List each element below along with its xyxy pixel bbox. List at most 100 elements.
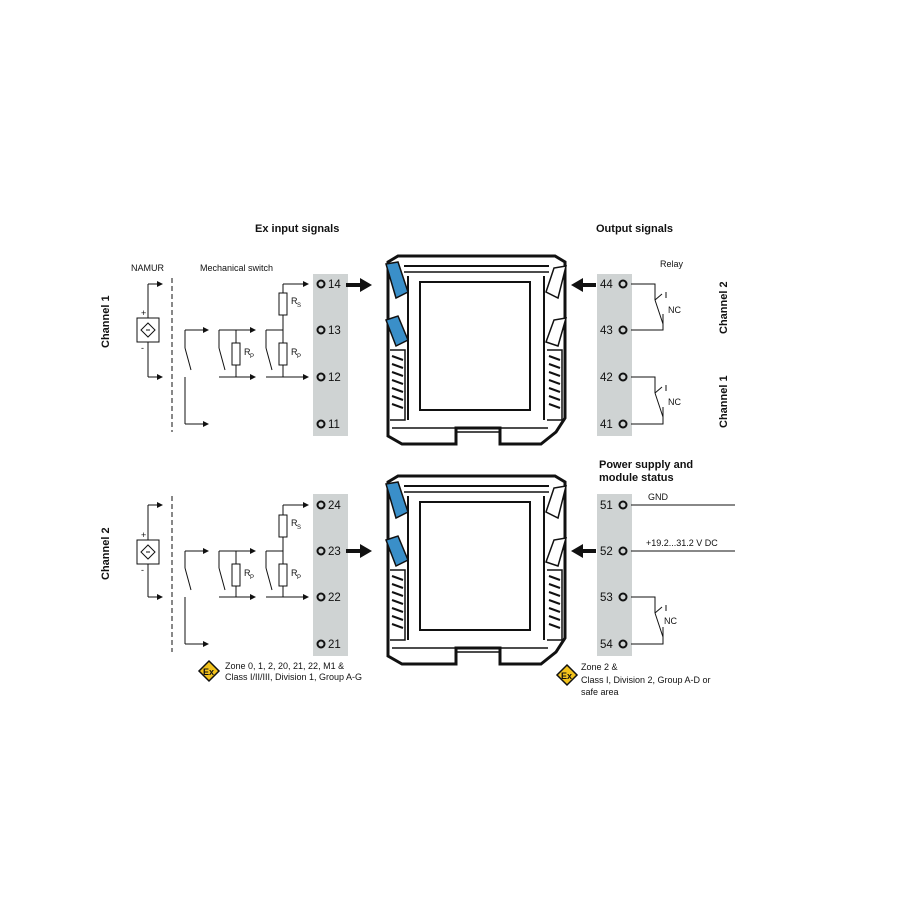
svg-text:14: 14 [328,279,341,291]
svg-text:22: 22 [328,592,341,604]
svg-text:S: S [297,303,301,309]
svg-text:R: R [291,568,298,578]
svg-text:13: 13 [328,325,341,337]
svg-text:44: 44 [600,279,613,291]
power-heading-line2: module status [599,472,674,484]
relay-label: Relay [660,259,684,269]
output-terminal-strip-top [597,274,632,436]
input-circuit-channel-1: + - R P R S [136,281,309,427]
module-housing-bottom [385,474,568,666]
svg-text:NC: NC [664,616,677,626]
relay-contact-channel-1: NC [631,376,681,425]
input-terminal-strip-top [313,274,348,436]
output-heading: Output signals [596,223,673,235]
mechanical-switch-label: Mechanical switch [200,263,273,273]
supply-voltage-label: +19.2...31.2 V DC [646,538,718,548]
power-supply-wiring: GND +19.2...31.2 V DC NC [631,492,735,645]
svg-text:R: R [291,518,298,528]
zone-note-left-line1: Zone 0, 1, 2, 20, 21, 22, M1 & [225,661,344,671]
terminal-14: 14 [316,279,341,291]
svg-text:51: 51 [600,500,613,512]
gnd-label: GND [648,492,669,502]
svg-text:R: R [291,347,298,357]
svg-text:S: S [297,525,301,531]
resistor-rp-icon [231,563,241,587]
terminal-21: 21 [316,639,341,651]
power-terminal-strip [597,494,632,656]
svg-text:NC: NC [668,397,681,407]
svg-text:24: 24 [328,500,341,512]
svg-text:12: 12 [328,372,341,384]
svg-text:Ex: Ex [203,667,214,677]
relay-contact-channel-2: NC [631,283,681,331]
svg-text:43: 43 [600,325,613,337]
resistor-rs-icon [278,514,288,538]
terminal-54: 54 [600,639,628,651]
ex-hazard-icon: Ex [555,663,579,687]
terminal-12: 12 [316,372,341,384]
resistor-rs-icon [278,292,288,316]
svg-text:R: R [244,568,251,578]
svg-text:NC: NC [668,305,681,315]
svg-text:+: + [141,530,146,540]
svg-text:42: 42 [600,372,613,384]
input-circuit-channel-2: + - R P R S R P [136,502,309,647]
zone-note-right-line3: safe area [581,687,619,697]
blue-connector-tab [385,481,409,520]
channel-2-label-input: Channel 2 [100,527,112,580]
resistor-rp-icon [278,563,288,587]
arrow-icon [571,278,596,292]
svg-text:P: P [297,575,301,581]
resistor-rp-icon [278,342,288,366]
input-terminal-strip-bottom [313,494,348,656]
svg-text:54: 54 [600,639,613,651]
terminal-23: 23 [316,546,341,558]
terminal-41: 41 [600,419,628,431]
arrow-icon [571,544,596,558]
terminal-51: 51 [600,500,628,512]
svg-text:+: + [141,308,146,318]
power-heading-line1: Power supply and [599,459,693,471]
module-housing-top [385,254,568,446]
svg-text:11: 11 [328,419,340,431]
terminal-22: 22 [316,592,341,604]
namur-label: NAMUR [131,263,164,273]
terminal-42: 42 [600,372,628,384]
svg-text:P: P [297,354,301,360]
ex-input-heading: Ex input signals [255,223,339,235]
svg-text:23: 23 [328,546,341,558]
terminal-24: 24 [316,500,341,512]
svg-text:R: R [244,347,251,357]
blue-connector-tab [385,261,409,300]
svg-text:53: 53 [600,592,613,604]
terminal-52: 52 [600,546,628,558]
svg-text:-: - [141,343,144,353]
svg-text:-: - [141,565,144,575]
blue-connector-tab [385,535,409,568]
ex-hazard-icon: Ex [197,659,221,683]
zone-note-right-line1: Zone 2 & [581,662,618,672]
svg-text:R: R [291,296,298,306]
blue-connector-tab [385,315,409,348]
terminal-43: 43 [600,325,628,337]
svg-text:41: 41 [600,419,613,431]
terminal-13: 13 [316,325,341,337]
channel-2-label-output: Channel 2 [718,281,730,334]
terminal-53: 53 [600,592,628,604]
arrow-icon [346,278,372,292]
resistor-rp-icon [231,342,241,366]
channel-1-label-input: Channel 1 [100,295,112,348]
svg-text:52: 52 [600,546,613,558]
svg-text:Ex: Ex [561,671,572,681]
svg-text:P: P [250,354,254,360]
svg-text:21: 21 [328,639,341,651]
arrow-icon [346,544,372,558]
svg-text:P: P [250,575,254,581]
terminal-11: 11 [316,419,340,431]
terminal-44: 44 [600,279,628,291]
namur-sensor-icon [136,539,160,565]
namur-sensor-icon [136,317,160,343]
zone-note-right-line2: Class I, Division 2, Group A-D or [581,675,711,685]
channel-1-label-output: Channel 1 [718,375,730,428]
